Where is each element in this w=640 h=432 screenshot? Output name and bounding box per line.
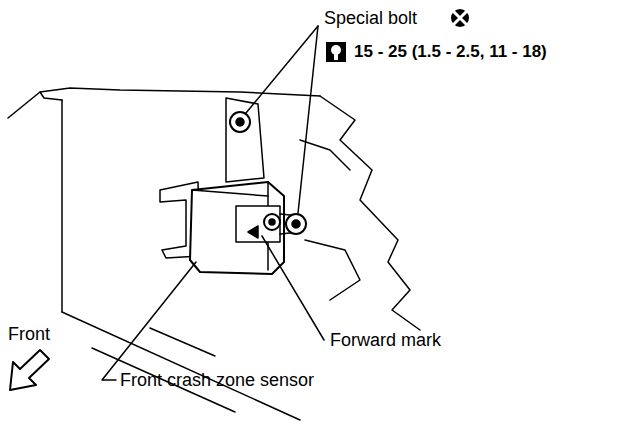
part-name: Forward mark (330, 330, 441, 350)
sensor-edge (192, 190, 268, 196)
bolt-head (286, 214, 306, 234)
panel-edge (40, 92, 62, 100)
panel-break-line (320, 96, 420, 330)
special-bolt-symbol (451, 9, 469, 27)
panel-floor-line (150, 328, 215, 356)
leader-line (102, 262, 196, 380)
leader-line (298, 26, 318, 213)
front-arrow (10, 350, 49, 390)
forward-mark-arrow (248, 226, 258, 238)
torque-symbol (326, 42, 346, 62)
part-name: Front crash zone sensor (120, 370, 314, 390)
bolt-head (230, 112, 250, 132)
bolt-head (269, 219, 275, 225)
bolt-head (264, 214, 280, 230)
panel-edge (61, 100, 63, 312)
torque-value: 15 - 25 (1.5 - 2.5, 11 - 18) (354, 42, 547, 62)
leader-line (246, 26, 318, 113)
part-name: Special bolt (324, 8, 417, 28)
panel-break-line (305, 240, 360, 300)
sensor-connector (236, 206, 280, 242)
sensor-body (190, 182, 284, 274)
leader-line (262, 236, 324, 340)
bolt-head (292, 220, 300, 228)
mount-bracket (226, 98, 264, 182)
bolt-head (236, 118, 244, 126)
panel-floor-line (62, 312, 300, 420)
direction-label: Front (8, 324, 50, 344)
panel-edge (8, 88, 320, 118)
panel-break-line (300, 140, 350, 170)
